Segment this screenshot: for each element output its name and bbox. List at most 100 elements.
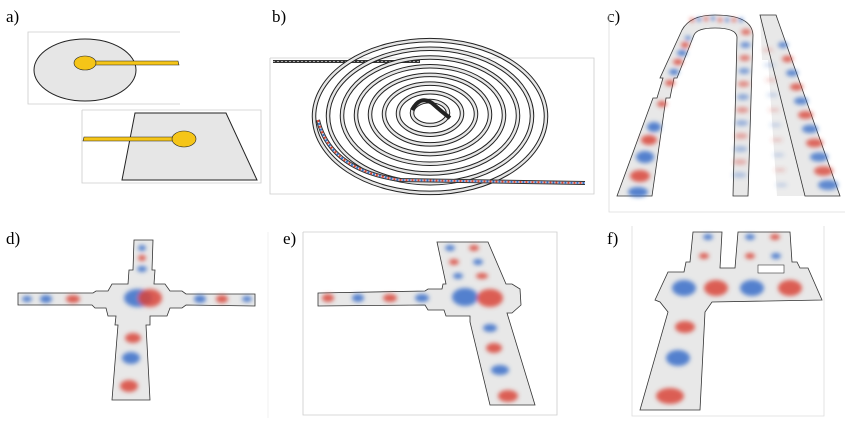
- field-lobe-negative: [733, 146, 748, 152]
- field-lobe-positive: [778, 280, 802, 296]
- field-lobe-positive: [704, 280, 728, 296]
- field-pattern: [628, 16, 838, 197]
- field-lobe-positive: [774, 168, 786, 172]
- frame: [302, 231, 558, 416]
- field-lobe-positive: [469, 245, 479, 251]
- field-lobe-negative: [711, 16, 715, 21]
- field-lobe-positive: [718, 18, 722, 22]
- field-lobe-positive: [673, 59, 683, 65]
- field-lobe-positive: [66, 295, 80, 303]
- field-lobe-positive: [741, 29, 751, 35]
- field-lobe-negative: [740, 42, 751, 48]
- field-lobe-negative: [794, 97, 808, 105]
- field-lobe-positive: [125, 333, 141, 343]
- field-lobe-negative: [137, 266, 147, 272]
- field-lobe-negative: [739, 18, 743, 22]
- field-lobe-positive: [138, 289, 162, 307]
- field-lobe-positive: [768, 108, 780, 112]
- field-lobe-negative: [697, 17, 701, 22]
- spiral-turn: [354, 64, 506, 166]
- spiral-turn: [340, 56, 520, 175]
- frame: [608, 14, 845, 213]
- field-lobe-positive: [657, 101, 667, 107]
- field-lobe-positive: [486, 343, 502, 353]
- field-lobe-positive: [690, 18, 694, 22]
- field-lobe-positive: [383, 294, 397, 302]
- field-lobe-negative: [703, 234, 713, 240]
- field-lobe-positive: [675, 321, 695, 333]
- panel-f: [631, 226, 825, 417]
- field-lobe-negative: [138, 245, 146, 251]
- field-lobe-negative: [672, 280, 696, 296]
- field-lobe-negative: [415, 294, 429, 302]
- field-lobe-negative: [740, 280, 764, 296]
- field-lobe-positive: [477, 289, 503, 307]
- field-lobe-negative: [22, 296, 32, 302]
- field-lobe-negative: [766, 93, 779, 97]
- panel-c: [608, 14, 845, 213]
- panel-label-c: c): [607, 7, 620, 26]
- spiral-turn: [396, 91, 464, 136]
- field-lobe-positive: [732, 18, 736, 22]
- field-lobe-positive: [216, 295, 228, 303]
- panel-a: [27, 31, 262, 184]
- field-lobe-negative: [772, 153, 785, 157]
- field-lobe-positive: [704, 17, 708, 21]
- frame: [81, 109, 262, 184]
- field-lobe-positive: [745, 253, 755, 259]
- field-lobe-negative: [738, 68, 750, 74]
- field-lobe-negative: [685, 36, 691, 40]
- field-lobe-negative: [194, 295, 206, 303]
- field-pattern: [322, 245, 518, 402]
- field-lobe-positive: [498, 390, 518, 402]
- field-lobe-positive: [737, 81, 750, 87]
- panel-d: [17, 232, 269, 418]
- spiral-resonator: [311, 37, 549, 196]
- field-lobe-negative: [735, 120, 749, 126]
- panel-label-e: e): [283, 229, 296, 248]
- field-lobe-positive: [630, 170, 650, 182]
- field-lobe-negative: [242, 296, 252, 302]
- field-lobe-positive: [699, 253, 709, 259]
- panel-label-a: a): [6, 7, 19, 26]
- field-lobe-positive: [736, 107, 749, 113]
- trapezoid-substrate: [121, 112, 258, 181]
- spiral-turn: [312, 38, 548, 195]
- field-lobe-positive: [771, 138, 783, 142]
- field-lobe-positive: [770, 234, 780, 240]
- field-lobe-positive: [739, 55, 751, 61]
- spiral-turn: [368, 73, 492, 156]
- field-lobe-positive: [765, 78, 777, 82]
- panel-b: [269, 37, 595, 196]
- field-lobe-negative: [802, 124, 818, 134]
- frame: [27, 31, 180, 105]
- field-pattern: [656, 234, 802, 404]
- electrode-pad: [73, 55, 97, 71]
- field-lobe-negative: [763, 63, 776, 67]
- field-lobe-negative: [647, 122, 661, 132]
- field-lobe-positive: [656, 388, 684, 404]
- cross-waveguide: [17, 239, 256, 401]
- field-lobe-negative: [473, 259, 483, 265]
- field-lobe-positive: [138, 255, 146, 261]
- field-lobe-negative: [669, 69, 679, 75]
- field-lobe-negative: [452, 288, 478, 306]
- t-junction-waveguide: [317, 241, 536, 406]
- field-lobe-negative: [352, 294, 364, 302]
- field-lobe-negative: [778, 42, 788, 48]
- spiral-turn: [326, 47, 534, 185]
- field-lobe-positive: [681, 42, 689, 48]
- field-lobe-negative: [786, 69, 798, 77]
- field-lobe-positive: [322, 294, 334, 302]
- field-lobe-negative: [725, 18, 729, 22]
- field-lobe-positive: [814, 166, 833, 176]
- field-lobe-positive: [733, 159, 747, 165]
- frame: [631, 226, 825, 417]
- panel-e: [302, 231, 558, 416]
- panel-label-b: b): [272, 7, 286, 26]
- field-lobe-negative: [636, 151, 654, 163]
- side-waveguide: [759, 14, 841, 197]
- spiral-turn: [382, 82, 478, 146]
- field-lobe-positive: [782, 55, 793, 63]
